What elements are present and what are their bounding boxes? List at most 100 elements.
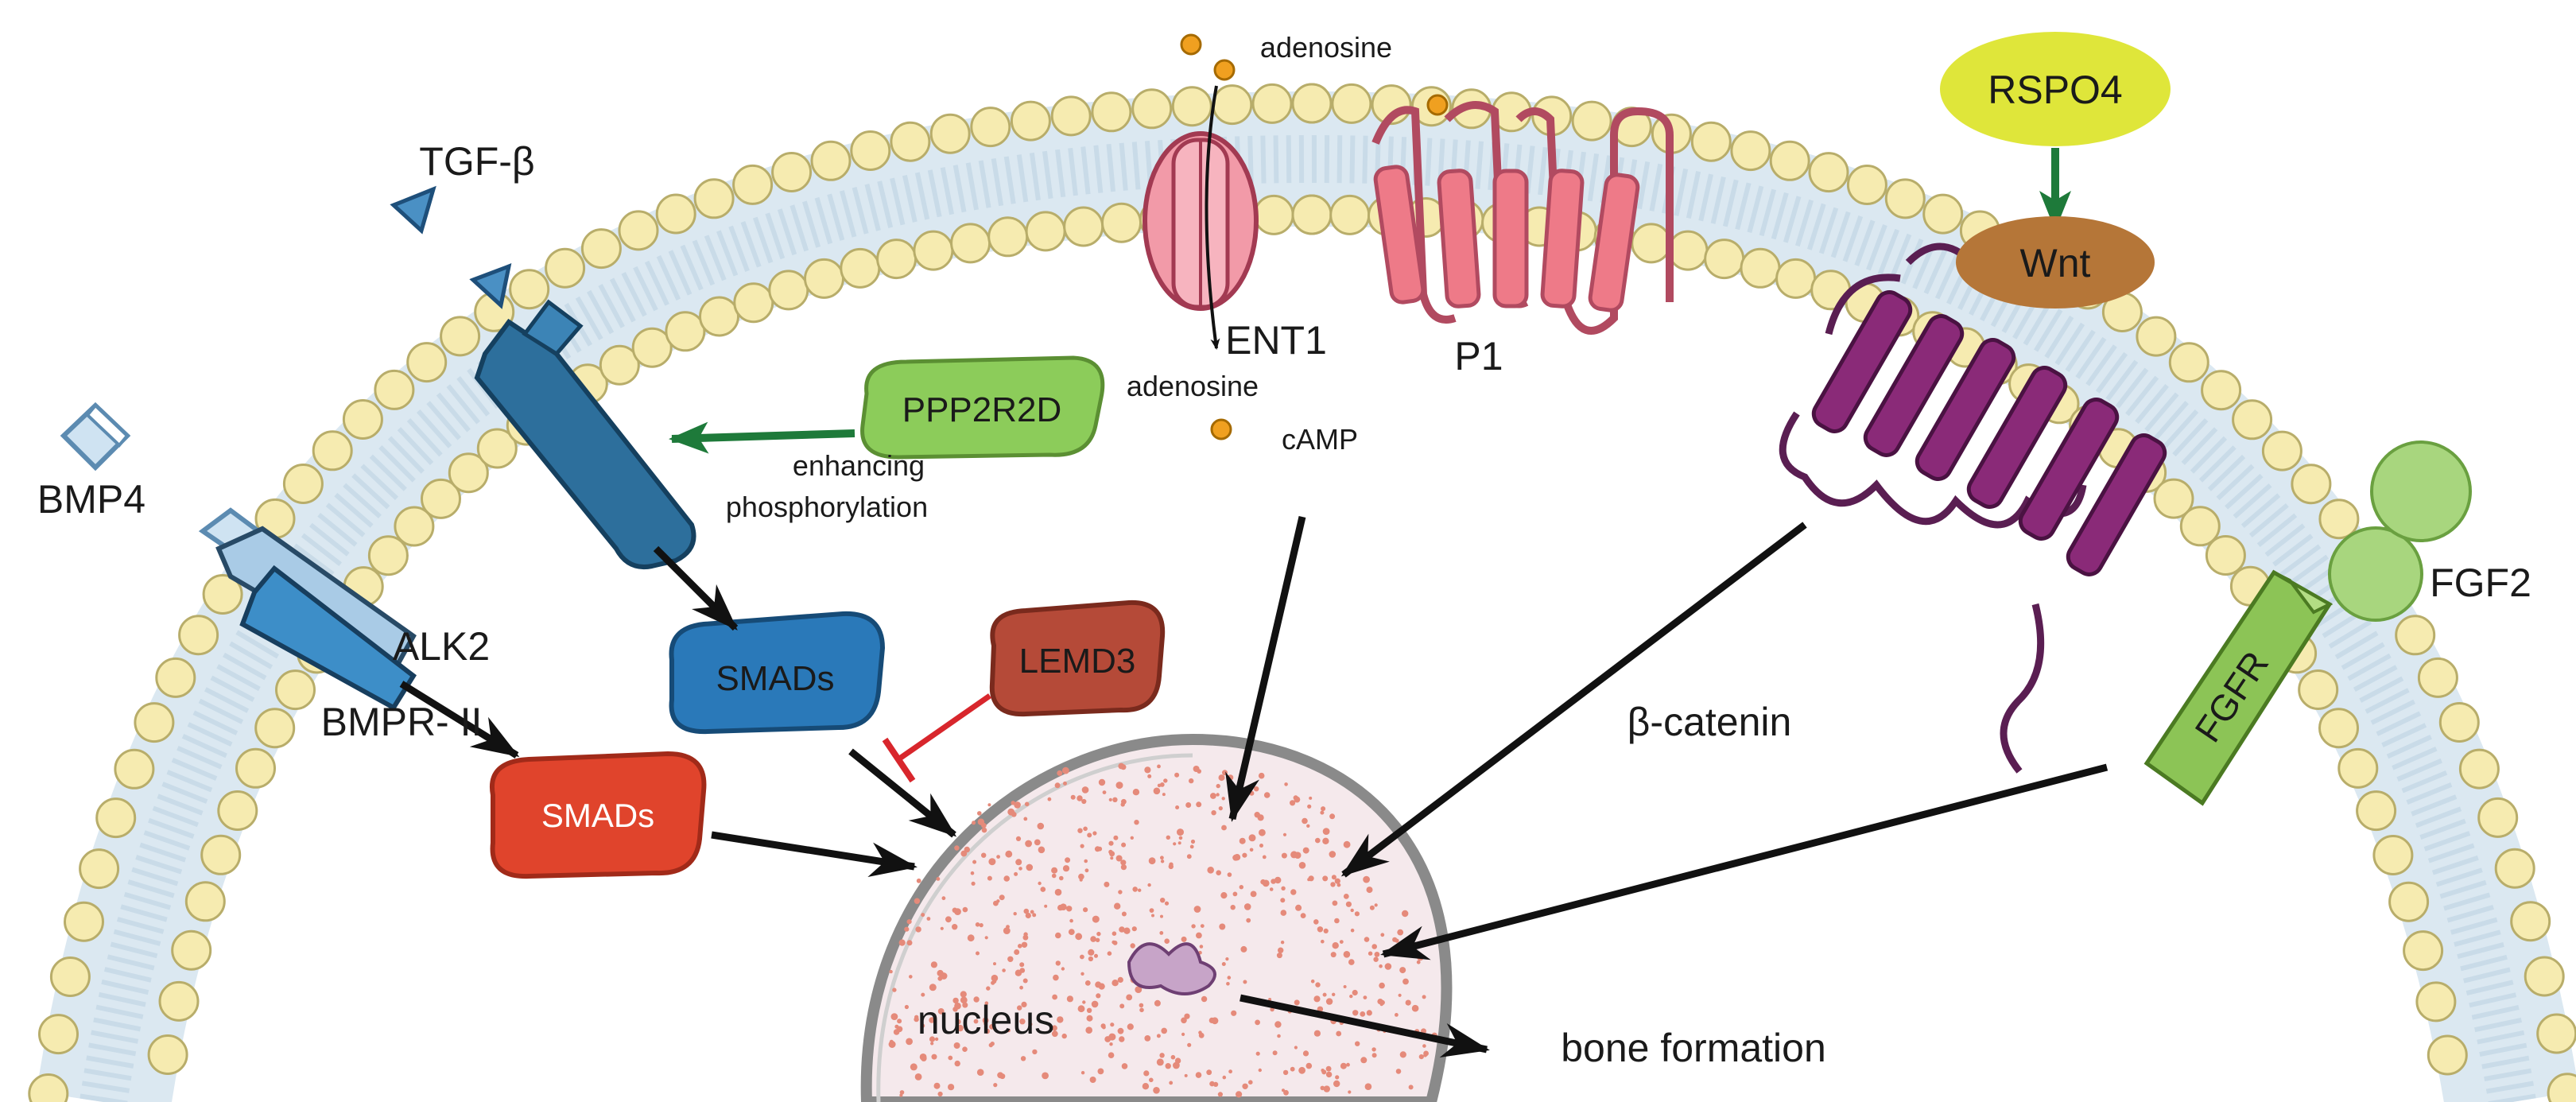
chromatin-dot [1325, 1065, 1332, 1072]
chromatin-dot [1198, 1030, 1202, 1034]
chromatin-dot [1149, 908, 1154, 913]
camp-label: cAMP [1282, 423, 1358, 456]
chromatin-dot [1185, 802, 1192, 808]
chromatin-dot [1086, 1015, 1093, 1022]
lipid-head [1808, 152, 1849, 193]
chromatin-dot [1302, 1050, 1309, 1057]
chromatin-dot [1015, 859, 1022, 866]
chromatin-dot [1098, 983, 1105, 990]
lipid-head [2261, 430, 2302, 471]
adenosine-transport-arrow [1205, 85, 1220, 350]
chromatin-dot [1284, 782, 1288, 786]
chromatin-dot [1274, 876, 1282, 884]
chromatin-dot [1028, 1022, 1033, 1026]
chromatin-dot [1163, 778, 1168, 783]
chromatin-dot [1352, 1010, 1359, 1016]
p1-label: P1 [1454, 334, 1503, 378]
chromatin-dot [1200, 924, 1205, 928]
chromatin-dot [1402, 978, 1409, 985]
chromatin-dot [953, 1042, 960, 1049]
chromatin-dot [1130, 943, 1135, 949]
chromatin-dot [1330, 952, 1336, 958]
chromatin-dot [906, 919, 912, 925]
chromatin-dot [993, 1083, 998, 1088]
chromatin-dot [1070, 794, 1076, 800]
chromatin-dot [1017, 1005, 1022, 1011]
chromatin-dot [1002, 968, 1006, 972]
chromatin-dot [1340, 1062, 1347, 1069]
chromatin-dot [1350, 908, 1354, 913]
chromatin-dot [1077, 1005, 1085, 1013]
smads-blue-to-nucleus-arrow [848, 748, 957, 838]
lipid-head [890, 121, 931, 162]
chromatin-dot [1118, 890, 1123, 894]
lipid-head [282, 464, 324, 504]
chromatin-dot [1315, 837, 1321, 844]
chromatin-dot [1085, 1026, 1092, 1034]
chromatin-dot [1135, 986, 1143, 993]
lipid-head [1846, 165, 1887, 205]
chromatin-dot [1034, 839, 1041, 846]
lipid-head [771, 152, 813, 192]
chromatin-dot [1060, 903, 1067, 910]
lipid-head [1331, 83, 1372, 124]
chromatin-dot [1352, 989, 1358, 996]
smads-blue-label: SMADs [716, 659, 834, 698]
chromatin-dot [952, 997, 959, 1004]
chromatin-dot [1199, 945, 1204, 949]
lipid-head [732, 164, 774, 205]
chromatin-dot [1161, 1027, 1167, 1034]
chromatin-dot [1395, 1069, 1402, 1074]
chromatin-dot [975, 922, 980, 927]
lipid-head [2458, 748, 2500, 790]
chromatin-dot [1081, 798, 1087, 805]
chromatin-dot [1354, 911, 1360, 917]
chromatin-dot [1148, 857, 1156, 865]
nucleolus [1127, 942, 1216, 995]
chromatin-dot [977, 811, 982, 816]
chromatin-dot [1349, 994, 1353, 999]
chromatin-dot [1023, 817, 1028, 821]
chromatin-dot [1363, 995, 1368, 999]
lipid-head [155, 657, 196, 698]
chromatin-dot [1189, 844, 1194, 849]
chromatin-dot [962, 1002, 968, 1008]
chromatin-dot [1123, 927, 1131, 934]
chromatin-dot [1005, 850, 1013, 858]
chromatin-dot [1255, 1019, 1260, 1026]
chromatin-dot [1211, 810, 1216, 816]
chromatin-dot [1107, 951, 1112, 956]
nucleus-to-bone-arrow [1240, 994, 1490, 1058]
lipid-head [850, 130, 891, 171]
chromatin-dot [1022, 934, 1029, 941]
chromatin-dot [1018, 867, 1022, 871]
chromatin-dot [1300, 913, 1306, 918]
chromatin-dot [1051, 1030, 1058, 1038]
smads-red-node: SMADs [490, 751, 707, 879]
lipid-head [367, 535, 409, 576]
lipid-head [1131, 88, 1173, 130]
chromatin-dot [1262, 855, 1267, 859]
chromatin-dot [889, 1039, 894, 1044]
lipid-head [2318, 708, 2359, 749]
chromatin-dot [1222, 1075, 1227, 1080]
lipid-head [2356, 790, 2397, 832]
chromatin-dot [1126, 994, 1133, 1001]
chromatin-dot [1019, 968, 1026, 973]
chromatin-dot [1339, 940, 1344, 944]
fgf2-ligand [2370, 440, 2472, 542]
chromatin-dot [1007, 956, 1014, 963]
phosphorylation-label: phosphorylation [726, 491, 928, 523]
chromatin-dot [1422, 995, 1426, 999]
chromatin-dot [909, 975, 913, 979]
lipid-head [1667, 230, 1709, 271]
chromatin-dot [1096, 931, 1101, 937]
chromatin-dot [1151, 914, 1154, 918]
lipid-head [2153, 478, 2194, 519]
chromatin-dot [979, 923, 983, 928]
chromatin-dot [893, 1029, 900, 1035]
chromatin-dot [1207, 867, 1214, 874]
chromatin-dot [1364, 937, 1370, 942]
chromatin-dot [1147, 883, 1151, 887]
chromatin-dot [1181, 1017, 1187, 1024]
